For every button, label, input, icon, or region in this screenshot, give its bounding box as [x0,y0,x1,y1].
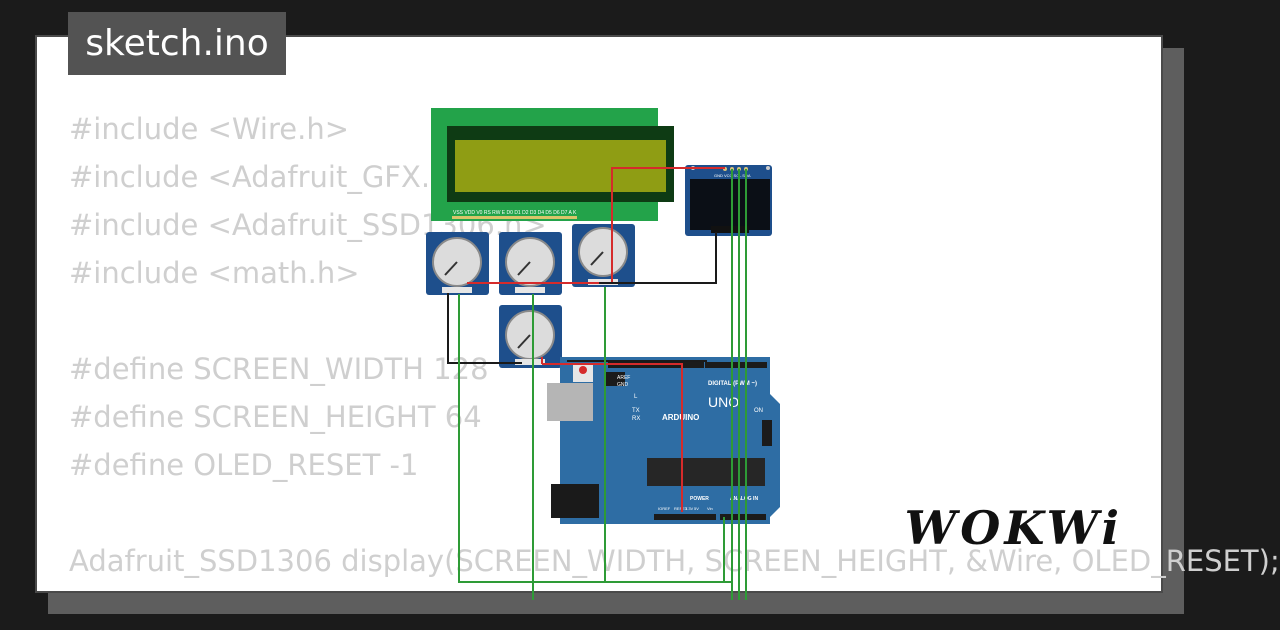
circuit-diagram: VSS VDD V0 RS RW E D0 D1 D2 D3 D4 D5 D6 … [426,108,780,600]
vin-label: Vin [707,506,713,511]
icsp-header [762,420,772,446]
potentiometer-3[interactable] [572,224,635,287]
code-line: #include <Adafruit_GFX.h> [69,160,473,194]
power-header [654,514,716,520]
power-label: POWER [690,496,709,502]
microcontroller-chip [647,458,765,486]
potentiometer-2[interactable] [499,232,562,295]
lcd-display[interactable]: VSS VDD V0 RS RW E D0 D1 D2 D3 D4 D5 D6 … [431,108,674,221]
analog-header [720,514,766,520]
analog-label: ANALOG IN [730,496,758,502]
led-on-label: ON [754,408,763,414]
v33-label: 3.3V [685,506,694,511]
file-tab[interactable]: sketch.ino [68,12,286,75]
code-line: #define OLED_RESET -1 [69,448,419,482]
aref-label: AREF [617,375,630,381]
v5-label: 5V [694,506,699,511]
wires [447,167,747,600]
ioref-label: IOREF [658,506,671,511]
code-line: #include <math.h> [69,256,360,290]
reset-label: RESET [674,506,688,511]
led-tx-label: TX [632,408,640,414]
digital-header-right [705,362,767,368]
oled-display[interactable]: GND VCC SCL SDA [685,165,772,236]
led-l-label: L [634,394,638,400]
lcd-pin-labels: VSS VDD V0 RS RW E D0 D1 D2 D3 D4 D5 D6 … [453,210,577,216]
wokwi-logo: WOKWi [904,501,1123,555]
gnd-label: GND [617,382,629,388]
potentiometer-4[interactable] [499,305,562,368]
led-rx-label: RX [632,416,640,422]
arduino-brand: ARDUINO [662,413,699,422]
power-jack [551,484,599,518]
code-line: #define SCREEN_HEIGHT 64 [69,400,482,434]
code-line: #include <Wire.h> [69,112,350,146]
potentiometer-1[interactable] [426,232,489,295]
code-line: #define SCREEN_WIDTH 128 [69,352,489,386]
thumbnail-card: #include <Wire.h> #include <Adafruit_GFX.… [35,35,1280,600]
usb-port [547,383,593,421]
board-model-label: UNO [708,394,739,410]
